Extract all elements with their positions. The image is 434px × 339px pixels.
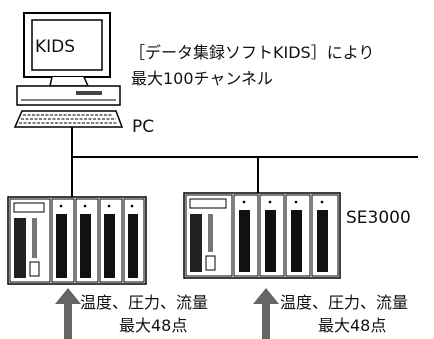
input-arrow-1 [55, 288, 81, 339]
software-note-line2: 最大100チャンネル [131, 69, 274, 88]
input-label-1-line2: 最大48点 [119, 316, 188, 335]
se3000-unit-2 [183, 192, 341, 279]
pc-computer [13, 12, 124, 128]
input-label-1-line1: 温度、圧力、流量 [80, 293, 209, 312]
monitor-screen [31, 19, 103, 71]
software-note-line1: ［データ集録ソフトKIDS］により [129, 43, 375, 62]
pc-caption: PC [132, 117, 155, 137]
input-arrow-2 [253, 288, 279, 339]
monitor-stand [49, 76, 90, 87]
network-lines [71, 127, 418, 200]
input-label-2-line2: 最大48点 [318, 316, 387, 335]
pc-body [16, 85, 121, 106]
se3000-unit-1 [7, 196, 147, 285]
monitor-screen-label: KIDS [35, 37, 76, 57]
input-label-2-line1: 温度、圧力、流量 [280, 293, 409, 312]
device-label: SE3000 [346, 208, 411, 228]
drive-slot [76, 91, 102, 95]
